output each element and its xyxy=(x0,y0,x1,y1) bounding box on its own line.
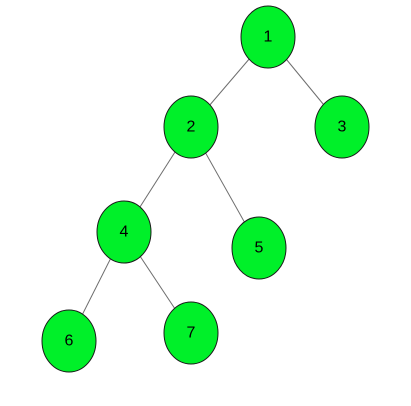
node-label-1: 1 xyxy=(264,29,273,46)
tree-node-6: 6 xyxy=(41,309,97,373)
node-circle-1 xyxy=(240,5,296,69)
edges-layer xyxy=(68,36,343,342)
node-label-6: 6 xyxy=(65,333,74,350)
node-label-5: 5 xyxy=(255,240,264,257)
node-label-2: 2 xyxy=(187,119,196,136)
tree-node-3: 3 xyxy=(314,95,370,159)
tree-node-5: 5 xyxy=(231,216,287,280)
node-circle-7 xyxy=(163,301,219,365)
nodes-layer: 1 2 3 4 5 6 7 xyxy=(41,5,370,373)
node-label-3: 3 xyxy=(338,119,347,136)
node-label-7: 7 xyxy=(187,325,196,342)
node-label-4: 4 xyxy=(120,224,129,241)
tree-node-2: 2 xyxy=(163,95,219,159)
tree-node-7: 7 xyxy=(163,301,219,365)
node-circle-3 xyxy=(314,95,370,159)
node-circle-4 xyxy=(96,200,152,264)
node-circle-2 xyxy=(163,95,219,159)
tree-node-4: 4 xyxy=(96,200,152,264)
tree-node-1: 1 xyxy=(240,5,296,69)
node-circle-5 xyxy=(231,216,287,280)
node-circle-6 xyxy=(41,309,97,373)
